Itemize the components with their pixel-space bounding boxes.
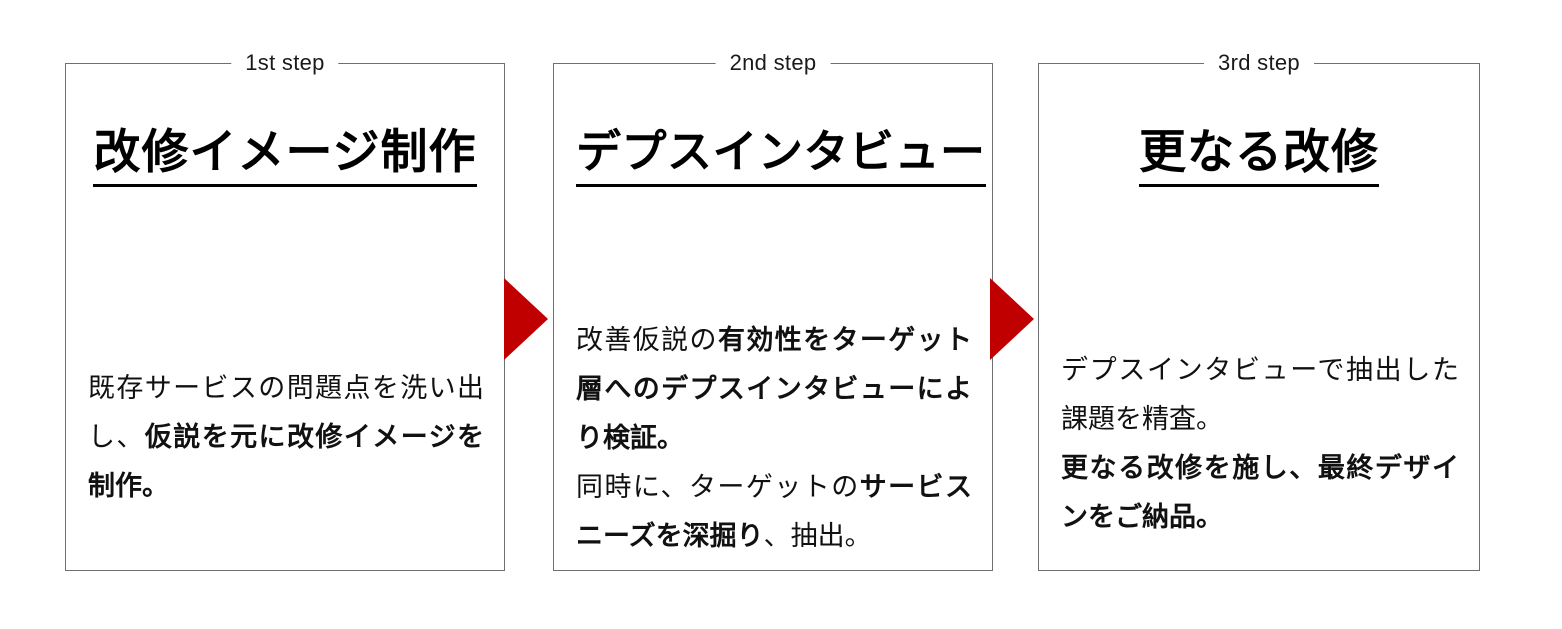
body-text-emphasis: 有効性をターゲット層へのデプスインタビューにより検証。 (576, 325, 973, 453)
step-card-3-content: 更なる改修 デプスインタビューで抽出した課題を精査。更なる改修を施し、最終デザイ… (1039, 64, 1479, 570)
step-legend-3: 3rd step (1204, 49, 1314, 77)
step-heading-3-text: 更なる改修 (1139, 124, 1379, 187)
body-text-run: 、抽出。 (763, 521, 872, 551)
body-text-run: デプスインタビューで抽出した課題を精査。 (1061, 355, 1459, 434)
body-paragraph: 改善仮説の有効性をターゲット層へのデプスインタビューにより検証。 (576, 316, 972, 463)
body-text-run: 改善仮説の (576, 325, 718, 355)
arrow-step1-to-step2-icon (504, 278, 548, 360)
body-text-run: 同時に、ターゲットの (576, 472, 860, 502)
body-text-emphasis: 更なる改修を施し、最終デザインをご納品。 (1061, 453, 1459, 532)
body-text-emphasis: 仮説を元に改修イメージを制作。 (88, 422, 484, 501)
step-card-1-content: 改修イメージ制作 既存サービスの問題点を洗い出し、仮説を元に改修イメージを制作。 (66, 64, 504, 570)
step-heading-1-text: 改修イメージ制作 (93, 124, 477, 187)
step-card-1: 1st step 改修イメージ制作 既存サービスの問題点を洗い出し、仮説を元に改… (65, 49, 505, 571)
arrow-step2-to-step3-icon (990, 278, 1034, 360)
step-body-2: 改善仮説の有効性をターゲット層へのデプスインタビューにより検証。同時に、ターゲッ… (576, 316, 972, 561)
body-text-run: 既存サービスの問題点を洗い出し、 (88, 373, 484, 452)
step-heading-2: デプスインタビュー (576, 124, 986, 187)
step-legend-2: 2nd step (715, 49, 831, 77)
body-paragraph: 同時に、ターゲットのサービスニーズを深掘り、抽出。 (576, 463, 972, 561)
step-body-1: 既存サービスの問題点を洗い出し、仮説を元に改修イメージを制作。 (88, 364, 484, 511)
body-paragraph: デプスインタビューで抽出した課題を精査。 (1061, 346, 1459, 444)
step-legend-1: 1st step (231, 49, 339, 77)
step-heading-2-text: デプスインタビュー (576, 124, 986, 187)
body-paragraph: 更なる改修を施し、最終デザインをご納品。 (1061, 444, 1459, 542)
body-paragraph: 既存サービスの問題点を洗い出し、仮説を元に改修イメージを制作。 (88, 364, 484, 511)
body-text-emphasis: サービスニーズを深掘り (576, 472, 972, 551)
step-heading-1: 改修イメージ制作 (88, 124, 482, 187)
step-card-2-content: デプスインタビュー 改善仮説の有効性をターゲット層へのデプスインタビューにより検… (554, 64, 992, 570)
step-card-3: 3rd step 更なる改修 デプスインタビューで抽出した課題を精査。更なる改修… (1038, 49, 1480, 571)
step-body-3: デプスインタビューで抽出した課題を精査。更なる改修を施し、最終デザインをご納品。 (1061, 346, 1459, 542)
step-card-2: 2nd step デプスインタビュー 改善仮説の有効性をターゲット層へのデプスイ… (553, 49, 993, 571)
step-heading-3: 更なる改修 (1061, 124, 1457, 187)
